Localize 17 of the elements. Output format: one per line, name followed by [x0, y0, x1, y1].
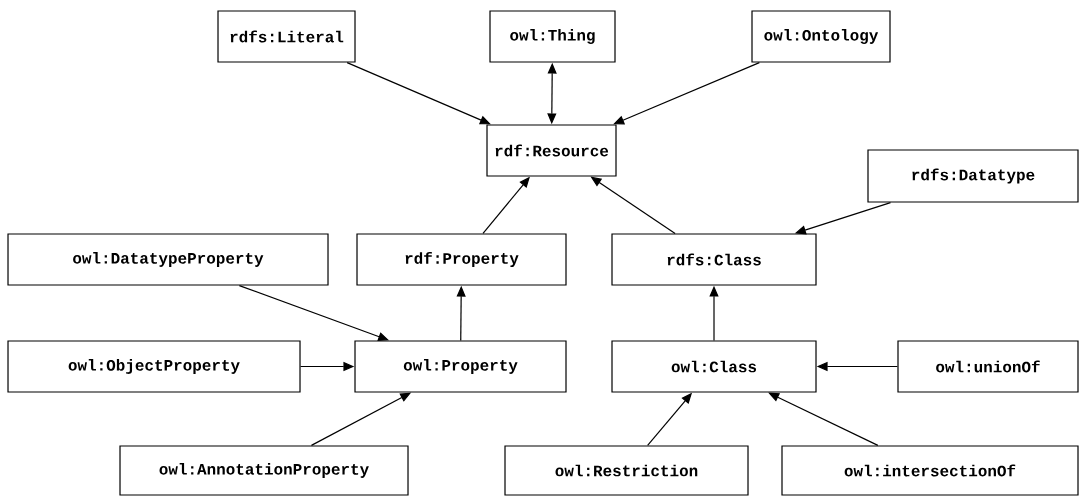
- class-box: owl:Ontology: [751, 10, 891, 63]
- class-box: owl:AnnotationProperty: [119, 445, 409, 496]
- class-box: rdfs:Literal: [217, 10, 356, 63]
- class-box: owl:intersectionOf: [781, 445, 1079, 496]
- class-box: rdfs:Datatype: [867, 149, 1079, 203]
- arrow: [346, 62, 491, 125]
- class-box: rdfs:Class: [611, 233, 817, 286]
- class-box: rdf:Property: [356, 233, 567, 286]
- class-box: owl:unionOf: [897, 340, 1079, 393]
- class-box: rdf:Resource: [486, 124, 617, 177]
- class-box: owl:Restriction: [504, 445, 749, 496]
- class-box: owl:Property: [354, 340, 567, 393]
- class-box: owl:Class: [611, 340, 817, 393]
- class-box: owl:Thing: [489, 10, 616, 63]
- class-box: owl:ObjectProperty: [7, 340, 301, 393]
- arrow: [768, 392, 879, 446]
- class-box: owl:DatatypeProperty: [7, 233, 329, 286]
